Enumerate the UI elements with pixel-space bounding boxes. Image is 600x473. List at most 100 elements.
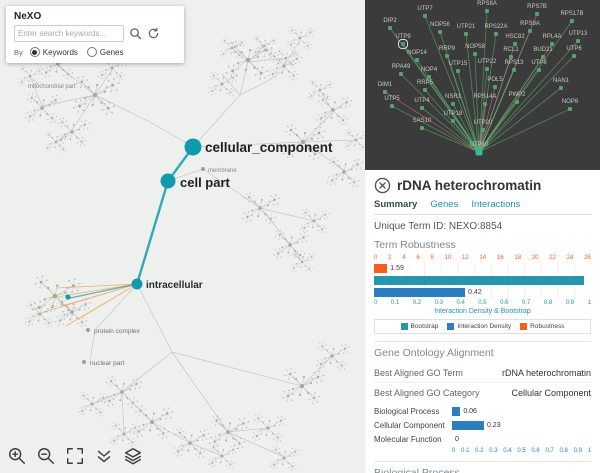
gene-node[interactable] [576, 39, 580, 43]
bootstrap-bar[interactable] [374, 276, 585, 285]
alignment-bar[interactable] [452, 406, 461, 416]
gene-node[interactable] [415, 58, 419, 62]
gene-node[interactable] [481, 128, 485, 132]
gene-label: RPA49 [391, 64, 411, 70]
close-icon[interactable] [374, 177, 391, 194]
axis-tick: 20 [531, 255, 539, 261]
reset-icon[interactable] [146, 27, 160, 41]
gene-node[interactable] [509, 55, 513, 59]
gene-node[interactable] [423, 14, 427, 18]
radio-icon[interactable] [29, 47, 40, 57]
gene-node[interactable] [485, 9, 489, 13]
ontology-graph[interactable]: cellular_component cell part intracellul… [0, 0, 365, 473]
gene-node[interactable] [550, 42, 554, 46]
gene-node[interactable] [512, 68, 516, 72]
node-protein-complex[interactable] [86, 328, 90, 332]
gene-node[interactable] [451, 102, 455, 106]
details-tabs: Summary Genes Interactions [374, 199, 591, 215]
gene-node[interactable] [493, 85, 497, 89]
go-row-value: Cellular Component [511, 387, 591, 398]
alignment-track: 0 [452, 434, 591, 444]
gene-node[interactable] [451, 119, 455, 123]
gene-node[interactable] [528, 29, 532, 33]
gene-node[interactable] [513, 42, 517, 46]
network-edge [384, 91, 480, 153]
search-icon[interactable] [128, 27, 142, 41]
gene-node[interactable] [559, 86, 563, 90]
network-edge [478, 55, 575, 153]
gene-label: RPS8A [477, 1, 497, 7]
search-input[interactable] [14, 25, 124, 42]
network-edge [478, 10, 488, 153]
gene-label: SAS10 [412, 118, 432, 124]
gene-node[interactable] [485, 67, 489, 71]
gene-node[interactable] [399, 72, 403, 76]
axis-tick: 0.3 [434, 300, 443, 306]
density-bar[interactable] [374, 288, 466, 297]
layers-button[interactable] [122, 445, 144, 467]
tab[interactable]: Interactions [471, 199, 521, 210]
network-edge [421, 107, 480, 153]
gene-node[interactable] [438, 30, 442, 34]
zoom-in-button[interactable] [6, 445, 28, 467]
gene-node[interactable] [427, 75, 431, 79]
gene-node[interactable] [388, 26, 392, 30]
gene-label: RPS7B [527, 4, 547, 10]
alignment-category: Biological Process [374, 406, 440, 416]
gene-node[interactable] [535, 12, 539, 16]
gene-label: BUD21 [533, 47, 553, 53]
gene-node[interactable] [570, 19, 574, 23]
gene-node[interactable] [537, 68, 541, 72]
gene-node[interactable] [572, 54, 576, 58]
axis-tick: 0.4 [456, 300, 465, 306]
search-mode-radio[interactable]: Keywords [29, 47, 78, 57]
node-cell-part[interactable] [160, 173, 176, 189]
gene-node[interactable] [445, 54, 449, 58]
gene-node[interactable] [420, 106, 424, 110]
gene-node[interactable] [390, 104, 394, 108]
robustness-value: 1.59 [390, 265, 404, 272]
gene-node[interactable] [568, 107, 572, 111]
search-mode-radio[interactable]: Genes [86, 47, 123, 57]
alignment-value: 0 [455, 435, 459, 443]
node-intracellular[interactable] [131, 278, 143, 290]
gene-label: UTP18 [443, 111, 463, 117]
gene-node[interactable] [541, 55, 545, 59]
axis-tick: 0.4 [503, 448, 512, 454]
robustness-bar[interactable] [374, 264, 388, 273]
radio-icon[interactable] [86, 47, 97, 57]
network-edge [421, 127, 480, 153]
alignment-bar[interactable] [452, 420, 484, 430]
gene-node[interactable] [383, 90, 387, 94]
node-nuclear-part[interactable] [82, 360, 86, 364]
go-alignment-row: Best Aligned GO Term rDNA heterochromati… [374, 363, 591, 382]
fit-content-button[interactable] [64, 445, 86, 467]
gene-label: RRP5 [416, 80, 434, 86]
gene-node[interactable] [494, 32, 498, 36]
gene-node[interactable] [398, 39, 408, 49]
axis-tick: 0.9 [573, 448, 582, 454]
gene-node[interactable] [456, 69, 460, 73]
zoom-out-button[interactable] [35, 445, 57, 467]
gene-node[interactable] [473, 52, 477, 56]
node-cellular-component[interactable] [184, 138, 202, 156]
gene-node[interactable] [515, 100, 519, 104]
legend-label: Interaction Density [457, 323, 512, 330]
gene-node[interactable] [475, 148, 483, 156]
network-edge [424, 15, 480, 153]
section-go-alignment: Gene Ontology Alignment [374, 341, 591, 359]
gene-node[interactable] [420, 126, 424, 130]
gene-node[interactable] [464, 32, 468, 36]
gene-node[interactable] [483, 102, 487, 106]
tab[interactable]: Summary [374, 199, 418, 210]
gene-node[interactable] [423, 88, 427, 92]
node-cluster-highlight[interactable] [65, 294, 71, 300]
ontology-canvas[interactable]: cellular_component cell part intracellul… [0, 0, 365, 473]
axis-tick: 0.2 [475, 448, 484, 454]
node-membrane[interactable] [201, 167, 205, 171]
tab[interactable]: Genes [430, 199, 459, 210]
collapse-button[interactable] [93, 445, 115, 467]
label-membrane: membrane [208, 168, 237, 174]
